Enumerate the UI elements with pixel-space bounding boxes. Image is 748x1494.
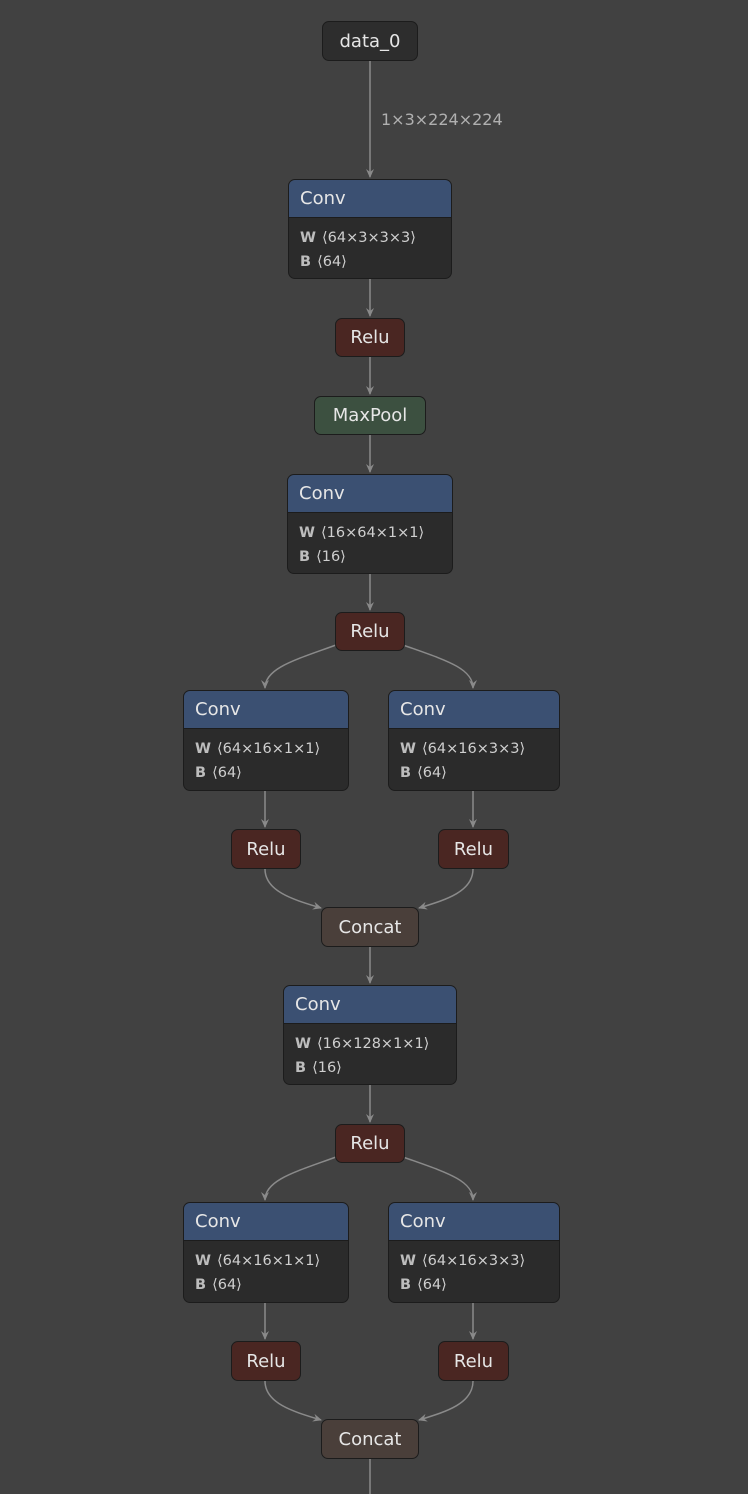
edge [402, 1156, 477, 1201]
weight-shape: ⟨16×128×1×1⟩ [317, 1036, 430, 1052]
node-concat[interactable]: Concat [321, 907, 419, 947]
node-title: Relu [350, 1133, 390, 1154]
bias-shape: ⟨64⟩ [417, 765, 447, 781]
node-title: Conv [389, 691, 559, 729]
node-conv[interactable]: Conv W ⟨64×16×1×1⟩ B ⟨64⟩ [183, 690, 349, 791]
edge-shape-label: 1×3×224×224 [381, 110, 503, 129]
edge [402, 644, 477, 689]
node-title: Conv [288, 475, 452, 513]
weight-key: W [295, 1036, 311, 1052]
weight-key: W [299, 525, 315, 541]
node-relu[interactable]: Relu [231, 1341, 301, 1381]
weight-row[interactable]: W ⟨16×64×1×1⟩ [299, 521, 441, 545]
bias-row[interactable]: B ⟨16⟩ [295, 1056, 445, 1080]
edge [418, 868, 474, 910]
bias-shape: ⟨64⟩ [212, 765, 242, 781]
node-conv[interactable]: Conv W ⟨64×16×1×1⟩ B ⟨64⟩ [183, 1202, 349, 1303]
node-conv[interactable]: Conv W ⟨64×16×3×3⟩ B ⟨64⟩ [388, 1202, 560, 1303]
node-title: Concat [338, 1428, 402, 1450]
weight-key: W [195, 1253, 211, 1269]
bias-key: B [299, 549, 311, 565]
weight-key: W [300, 230, 316, 246]
edge [264, 868, 322, 910]
bias-shape: ⟨16⟩ [312, 1060, 342, 1076]
node-title: Conv [184, 1203, 348, 1241]
weight-shape: ⟨64×16×3×3⟩ [422, 1253, 526, 1269]
bias-row[interactable]: B ⟨64⟩ [195, 1273, 337, 1297]
weight-shape: ⟨64×16×1×1⟩ [217, 1253, 321, 1269]
bias-row[interactable]: B ⟨64⟩ [195, 761, 337, 785]
weight-shape: ⟨64×16×3×3⟩ [422, 741, 526, 757]
node-title: MaxPool [332, 405, 408, 426]
node-title: Conv [389, 1203, 559, 1241]
weight-shape: ⟨64×16×1×1⟩ [217, 741, 321, 757]
bias-key: B [400, 1277, 412, 1293]
bias-key: B [195, 765, 207, 781]
node-title: Relu [453, 838, 494, 860]
bias-shape: ⟨64⟩ [317, 254, 347, 270]
weight-key: W [400, 1253, 416, 1269]
node-conv[interactable]: Conv W ⟨16×128×1×1⟩ B ⟨16⟩ [283, 985, 457, 1085]
node-title: Relu [246, 838, 286, 860]
node-relu[interactable]: Relu [231, 829, 301, 869]
node-data-0[interactable]: data_0 [322, 21, 418, 61]
edge [261, 1156, 337, 1201]
node-conv[interactable]: Conv W ⟨64×16×3×3⟩ B ⟨64⟩ [388, 690, 560, 791]
bias-key: B [300, 254, 312, 270]
node-title: Relu [246, 1350, 286, 1372]
bias-shape: ⟨64⟩ [212, 1277, 242, 1293]
node-relu[interactable]: Relu [335, 318, 405, 357]
weight-row[interactable]: W ⟨64×16×1×1⟩ [195, 737, 337, 761]
node-title: Concat [338, 916, 402, 938]
weight-row[interactable]: W ⟨64×3×3×3⟩ [300, 226, 440, 250]
weight-key: W [195, 741, 211, 757]
node-maxpool[interactable]: MaxPool [314, 396, 426, 435]
edge [418, 1380, 474, 1422]
bias-row[interactable]: B ⟨64⟩ [400, 761, 548, 785]
node-title: data_0 [339, 30, 401, 52]
node-title: Conv [184, 691, 348, 729]
bias-key: B [195, 1277, 207, 1293]
bias-key: B [400, 765, 412, 781]
node-conv[interactable]: Conv W ⟨16×64×1×1⟩ B ⟨16⟩ [287, 474, 453, 574]
weight-key: W [400, 741, 416, 757]
node-relu[interactable]: Relu [335, 612, 405, 651]
bias-row[interactable]: B ⟨64⟩ [400, 1273, 548, 1297]
bias-key: B [295, 1060, 307, 1076]
node-title: Relu [453, 1350, 494, 1372]
weight-row[interactable]: W ⟨64×16×3×3⟩ [400, 737, 548, 761]
node-title: Relu [350, 621, 390, 642]
weight-row[interactable]: W ⟨64×16×1×1⟩ [195, 1249, 337, 1273]
weight-shape: ⟨16×64×1×1⟩ [321, 525, 425, 541]
node-relu[interactable]: Relu [335, 1124, 405, 1163]
node-title: Relu [350, 327, 390, 348]
weight-shape: ⟨64×3×3×3⟩ [322, 230, 416, 246]
node-relu[interactable]: Relu [438, 829, 509, 869]
weight-row[interactable]: W ⟨16×128×1×1⟩ [295, 1032, 445, 1056]
bias-shape: ⟨16⟩ [316, 549, 346, 565]
node-title: Conv [289, 180, 451, 218]
bias-shape: ⟨64⟩ [417, 1277, 447, 1293]
edge [261, 644, 337, 689]
node-concat[interactable]: Concat [321, 1419, 419, 1459]
node-title: Conv [284, 986, 456, 1024]
weight-row[interactable]: W ⟨64×16×3×3⟩ [400, 1249, 548, 1273]
node-relu[interactable]: Relu [438, 1341, 509, 1381]
edge [264, 1380, 322, 1422]
node-conv[interactable]: Conv W ⟨64×3×3×3⟩ B ⟨64⟩ [288, 179, 452, 279]
bias-row[interactable]: B ⟨16⟩ [299, 545, 441, 569]
bias-row[interactable]: B ⟨64⟩ [300, 250, 440, 274]
